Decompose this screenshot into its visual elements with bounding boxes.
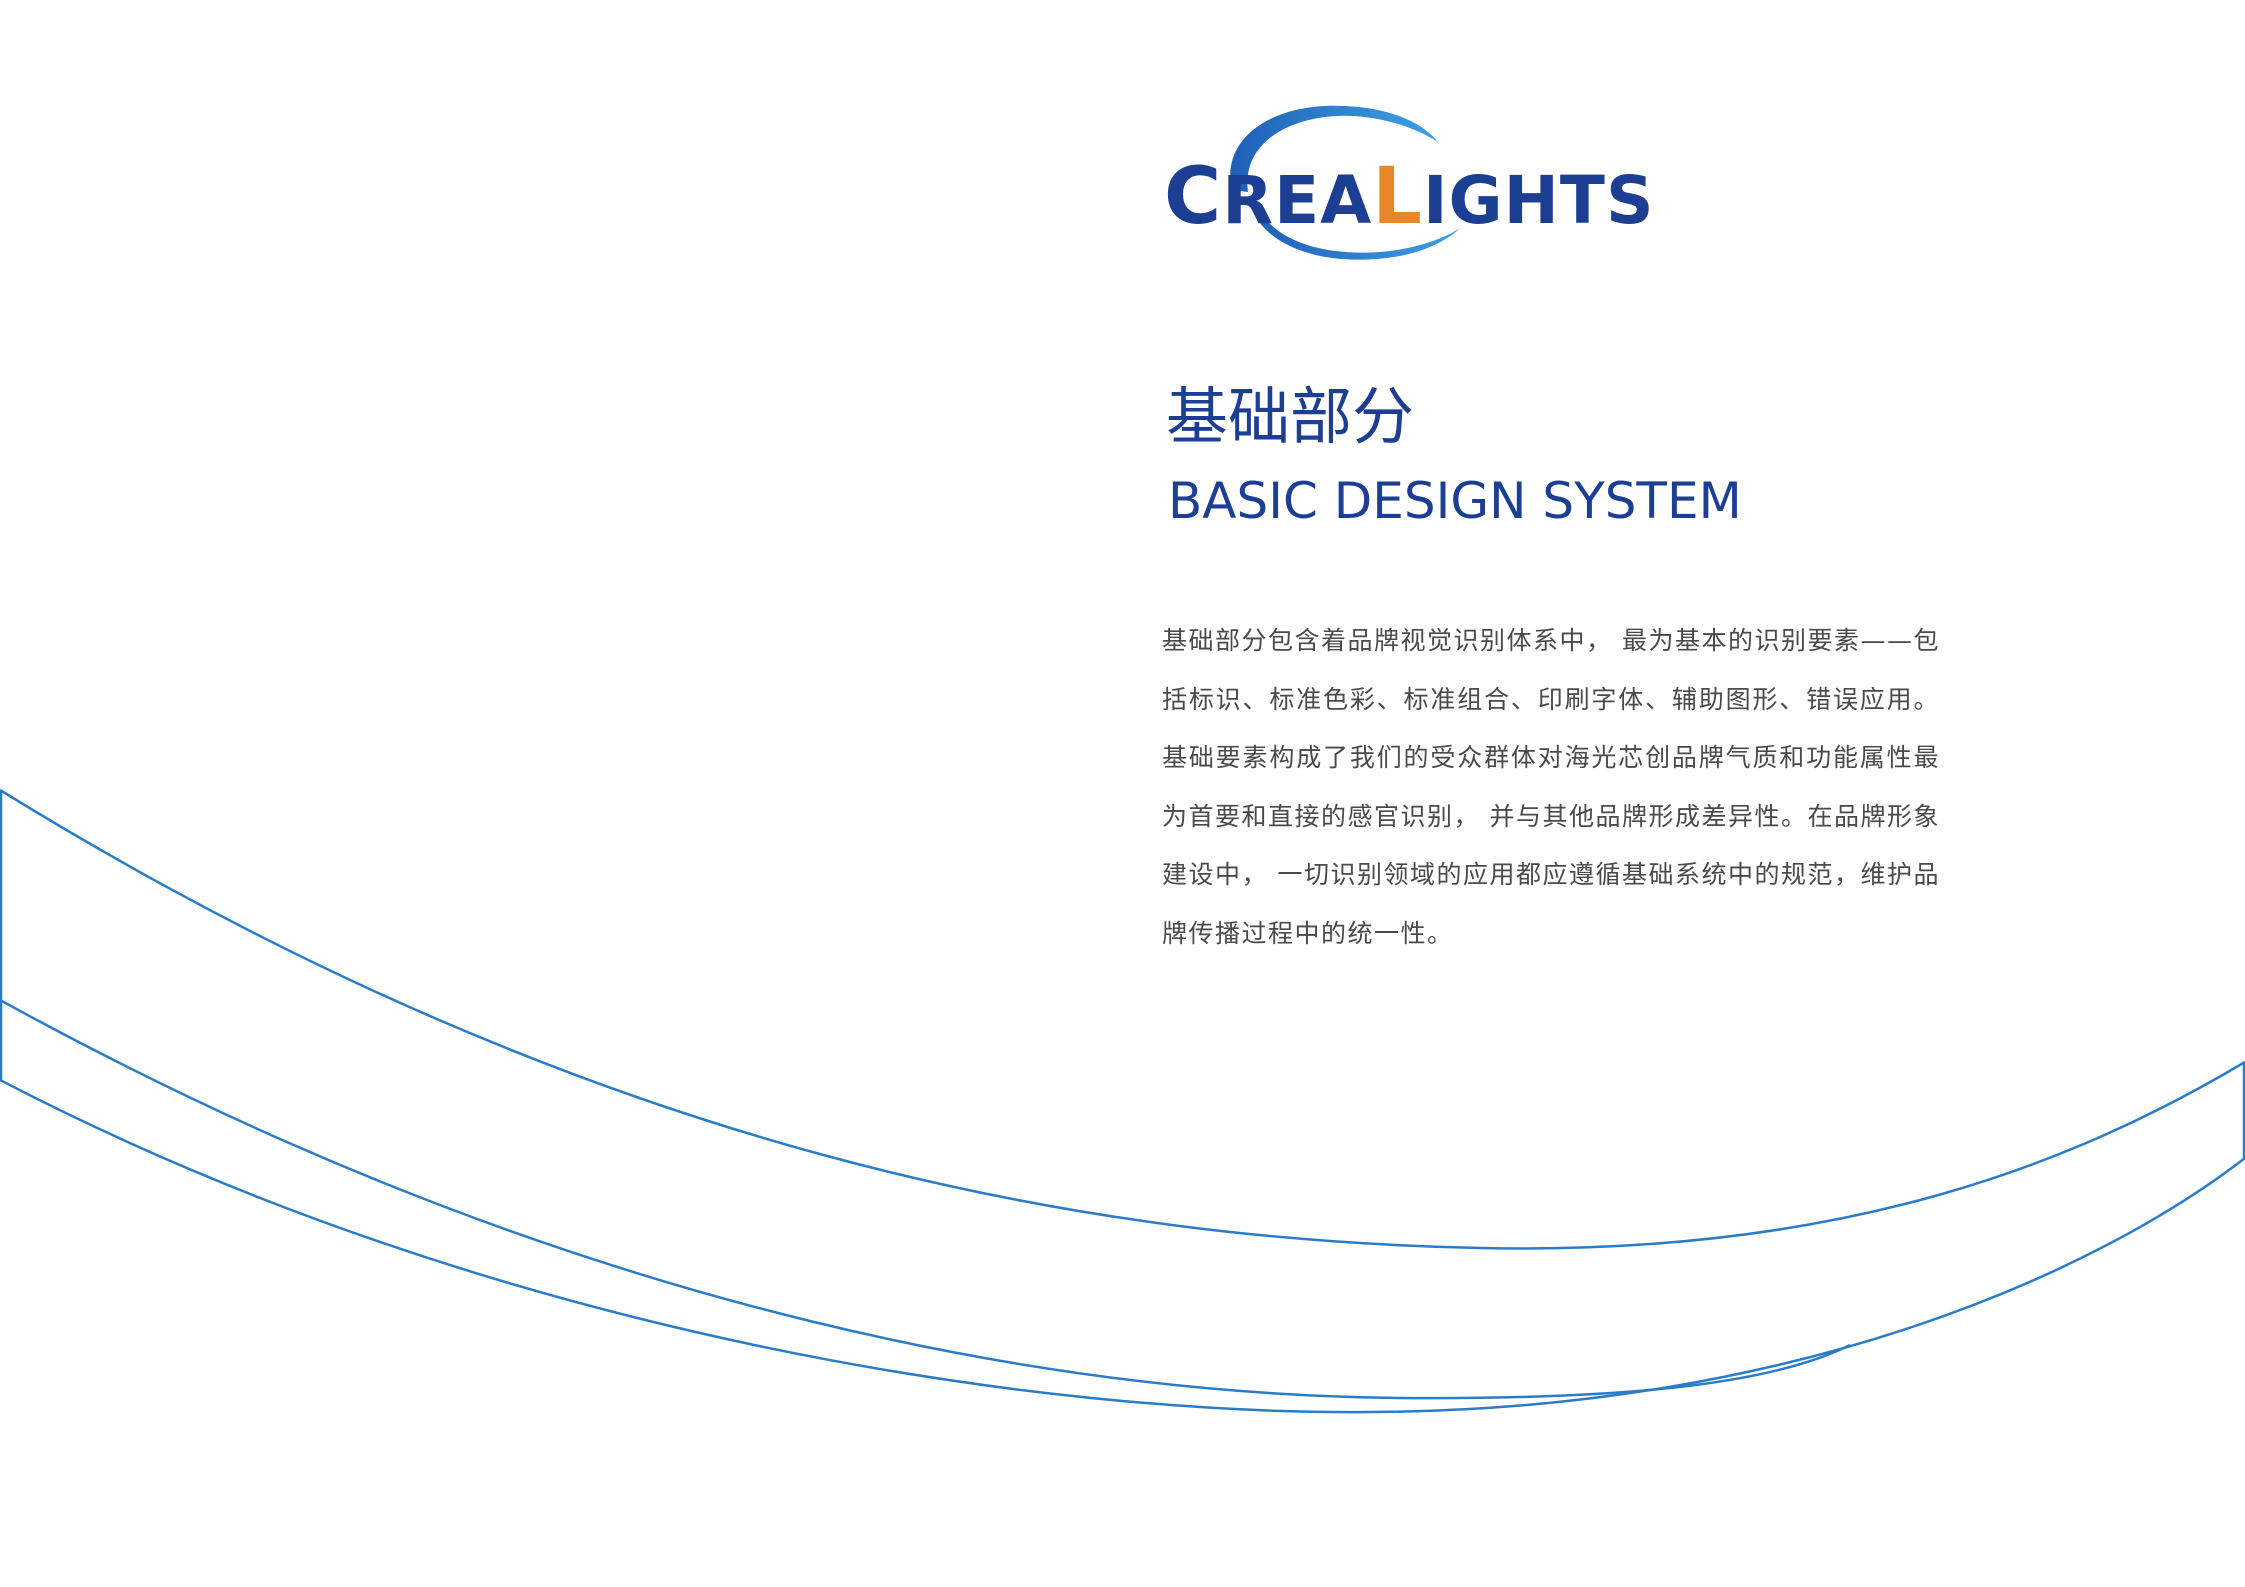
logo-letters-rea: REA xyxy=(1222,162,1373,239)
curve-upper xyxy=(0,788,2245,1250)
crealights-logo: CREALIGHTS xyxy=(1160,100,1653,270)
section-description: 基础部分包含着品牌视觉识别体系中， 最为基本的识别要素——包括标识、标准色彩、标… xyxy=(1162,626,1940,948)
logo-letter-c: C xyxy=(1164,152,1223,242)
section-title-cn: 基础部分 xyxy=(1166,380,1415,453)
section-title-en: BASIC DESIGN SYSTEM xyxy=(1168,472,1742,530)
logo-letters-ights: IGHTS xyxy=(1422,162,1655,239)
curve-middle xyxy=(0,998,1851,1400)
logo-swoosh-icon xyxy=(1230,105,1460,260)
logo-wordmark: CREALIGHTS xyxy=(1164,158,1654,236)
curve-lower xyxy=(0,1078,2245,1414)
logo-letter-l: L xyxy=(1372,152,1423,242)
